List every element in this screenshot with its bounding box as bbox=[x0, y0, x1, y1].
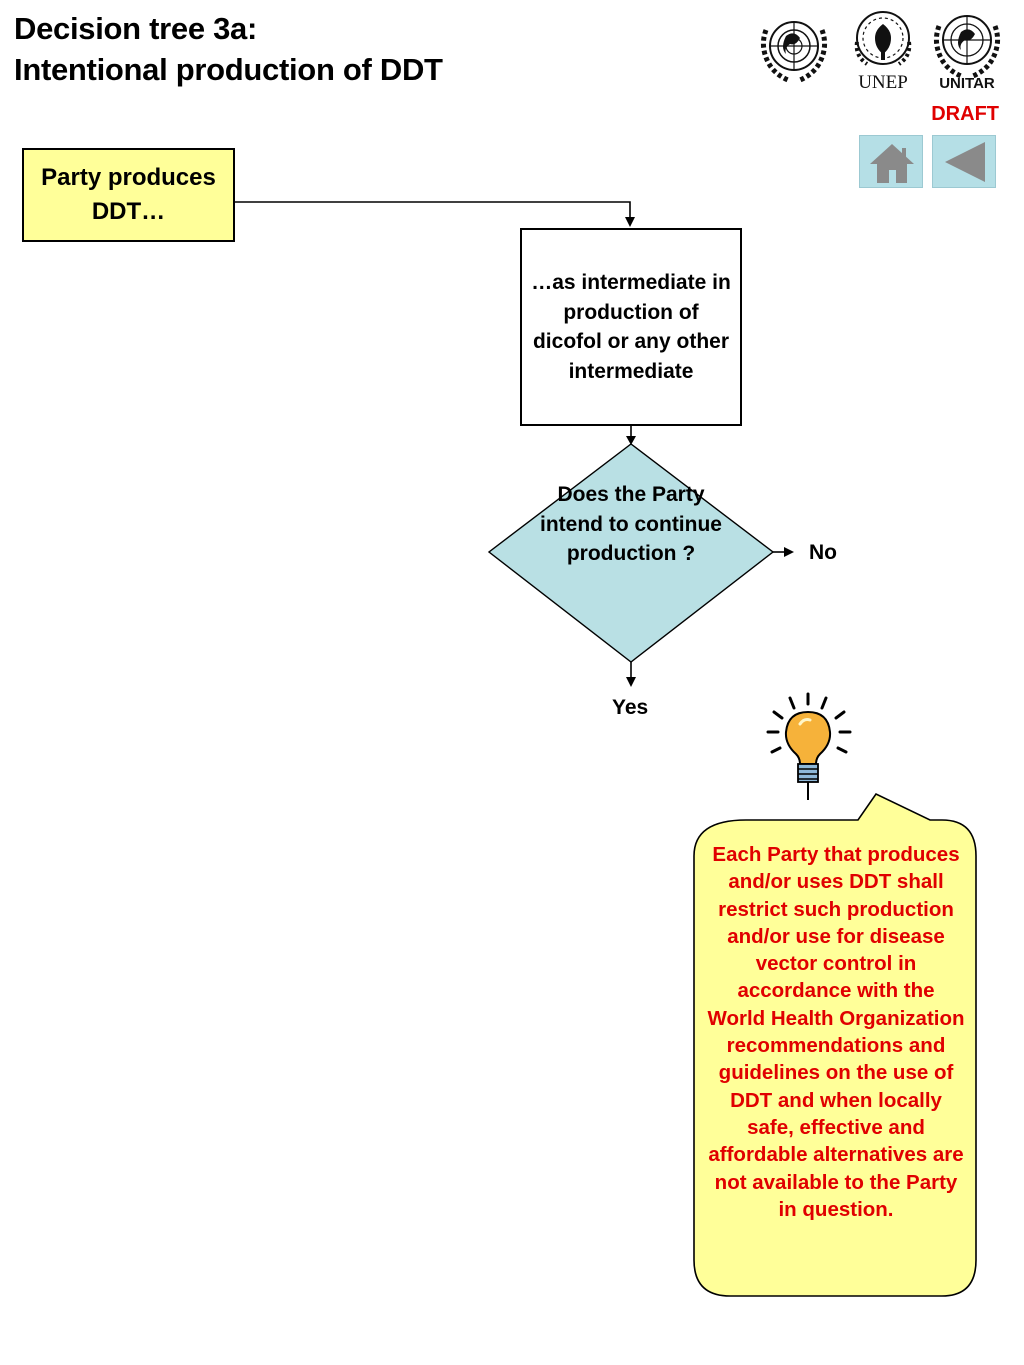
yes-label: Yes bbox=[612, 696, 649, 719]
arrowhead-intermediate bbox=[625, 217, 635, 227]
intermediate-box-text: …as intermediate in production of dicofo… bbox=[531, 271, 731, 383]
arrowhead-no bbox=[784, 547, 794, 557]
arrowhead-decision bbox=[626, 436, 636, 445]
intermediate-box: …as intermediate in production of dicofo… bbox=[520, 228, 742, 426]
draft-label: DRAFT bbox=[931, 103, 999, 125]
unep-logo: UNEP bbox=[854, 11, 912, 92]
lightbulb-icon bbox=[766, 692, 852, 800]
back-button[interactable] bbox=[932, 135, 996, 188]
start-box-text: Party produces DDT… bbox=[41, 164, 216, 225]
no-label: No bbox=[809, 541, 837, 564]
back-arrow-icon bbox=[945, 142, 985, 182]
svg-text:UNEP: UNEP bbox=[858, 72, 908, 92]
home-icon bbox=[870, 144, 914, 183]
callout-note-text: Each Party that produces and/or uses DDT… bbox=[707, 843, 965, 1221]
home-button[interactable] bbox=[859, 135, 923, 188]
start-box: Party produces DDT… bbox=[22, 148, 235, 242]
svg-text:UNITAR: UNITAR bbox=[939, 75, 995, 92]
arrowhead-yes bbox=[626, 677, 636, 687]
page-title-line-1: Decision tree 3a: bbox=[14, 11, 258, 46]
page-title-line-2: Intentional production of DDT bbox=[14, 52, 443, 87]
decision-question: Does the Party intend to continue produc… bbox=[540, 483, 722, 565]
logo-strip: UNEP UNITAR bbox=[754, 6, 1004, 92]
connector-start-to-intermediate bbox=[235, 201, 631, 220]
page-title: Decision tree 3a: Intentional production… bbox=[14, 8, 443, 90]
unitar-logo: UNITAR bbox=[933, 15, 1001, 92]
un-emblem bbox=[760, 21, 828, 83]
